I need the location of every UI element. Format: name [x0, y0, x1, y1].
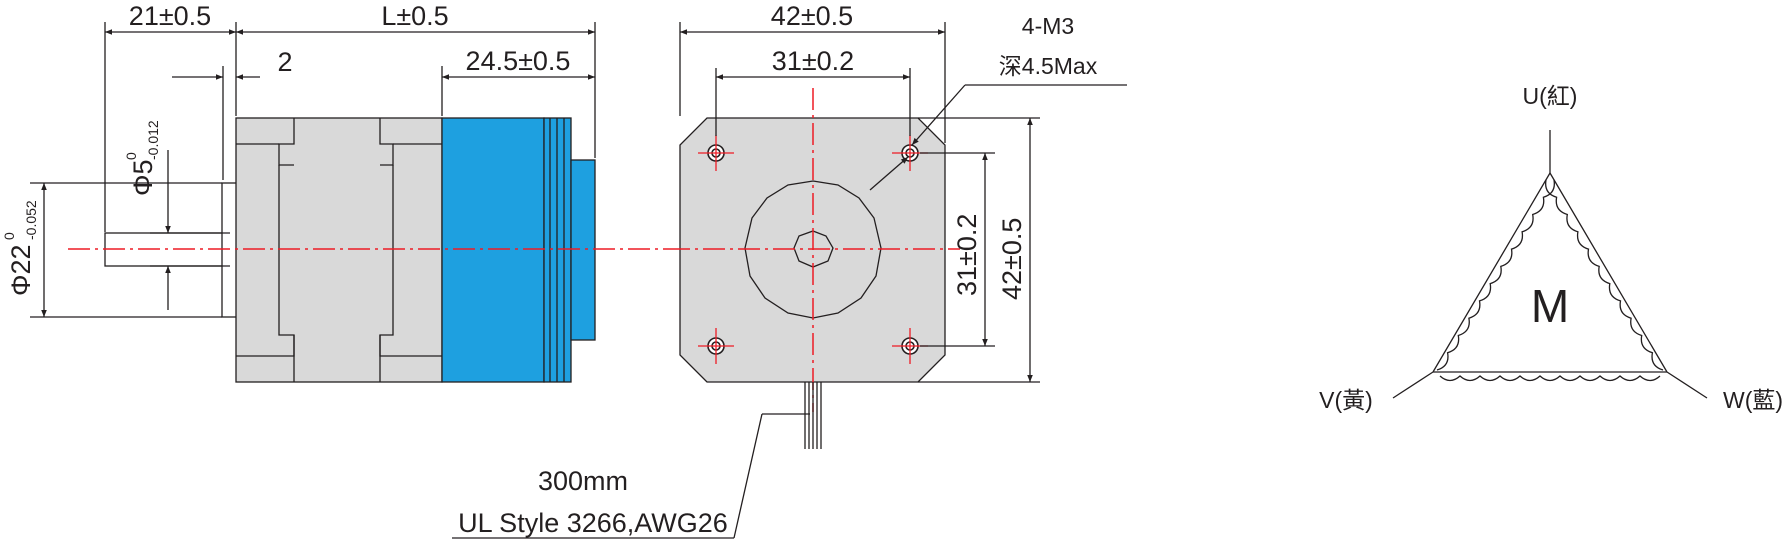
front-boss: [221, 182, 238, 318]
motor-body: [235, 117, 443, 383]
cable-spec: UL Style 3266,AWG26: [458, 508, 728, 538]
driver-housing: [441, 117, 545, 383]
winding-uw: [1549, 172, 1668, 373]
dim-shaft-length: 21±0.5: [129, 1, 211, 31]
terminal-v: V(黃): [1319, 387, 1373, 413]
dim-body-length: L±0.5: [381, 1, 448, 31]
dim-boss-dia-base: Φ22: [6, 244, 36, 296]
wiring-diagram: U(紅) V(黃) W(藍) M: [1319, 83, 1783, 413]
hole-note-line2: 深4.5Max: [999, 53, 1098, 79]
dim-boss-dia: Φ22: [6, 244, 36, 296]
cable-length: 300mm: [538, 466, 628, 496]
dim-shaft-dia-lower: -0.012: [145, 120, 161, 160]
motor-label: M: [1531, 280, 1569, 332]
winding-uv: [1432, 172, 1551, 373]
coil-path: [1439, 375, 1661, 382]
dim-boss-dia-lower: -0.052: [23, 200, 39, 240]
cable-wires: [804, 382, 822, 449]
rear-cap: [570, 159, 596, 341]
side-view: 21±0.5 L±0.5 2 24.5±0.5 Φ5 0 -0.012 Φ22 …: [1, 1, 668, 383]
dim-shaft-dia-upper: 0: [123, 152, 139, 160]
dim-driver-length: 24.5±0.5: [466, 46, 571, 76]
front-view: 42±0.5 31±0.2 4-M3 深4.5Max 31±0.2 42±0.5: [452, 1, 1127, 539]
terminal-w: W(藍): [1723, 387, 1783, 413]
terminal-u: U(紅): [1523, 83, 1578, 109]
dim-flange: 2: [277, 47, 292, 77]
dim-height: 42±0.5: [997, 218, 1027, 300]
dim-shaft-dia-base: Φ5: [128, 159, 158, 196]
dim-shaft-dia: Φ5: [128, 159, 158, 196]
coil-path: [1436, 179, 1555, 371]
coil-scallops: [1436, 179, 1664, 382]
coil-path: [1545, 179, 1664, 371]
dim-width: 42±0.5: [771, 1, 853, 31]
dim-boss-dia-upper: 0: [1, 232, 17, 240]
dim-hole-spacing-v: 31±0.2: [952, 214, 982, 296]
dim-hole-spacing-h: 31±0.2: [772, 46, 854, 76]
hole-note-line1: 4-M3: [1022, 13, 1074, 39]
